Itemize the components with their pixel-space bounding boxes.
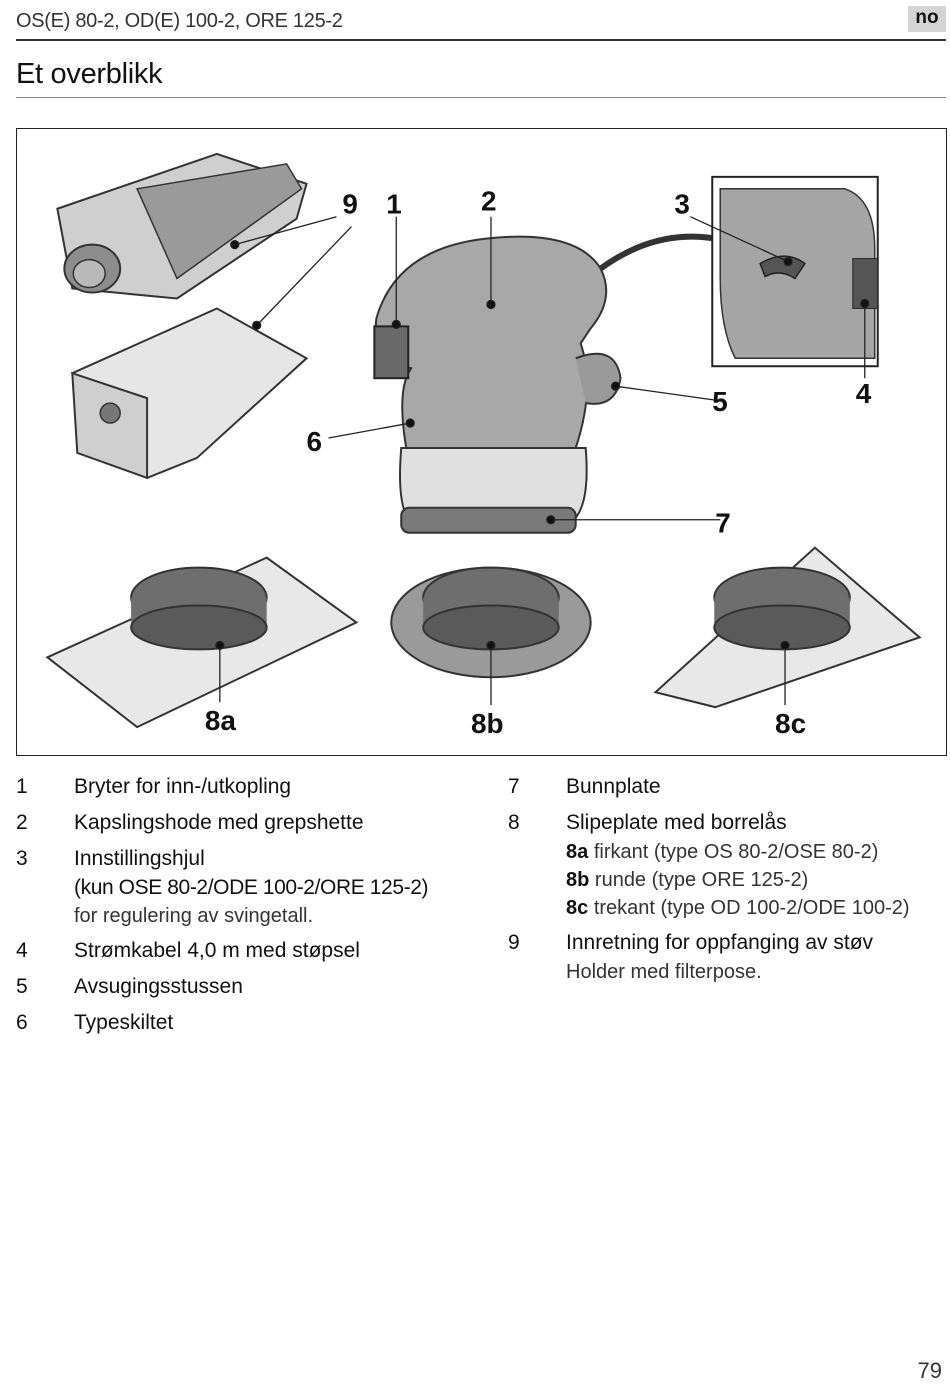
sander-diagram: 9 1 2 3 5 4 6 7 8a 8b 8c xyxy=(45,152,922,739)
callout-7: 7 xyxy=(715,508,731,539)
legend-sub-8a: 8a firkant (type OS 80-2/OSE 80-2) xyxy=(566,838,948,866)
legend-label: Strømkabel 4,0 m med støpsel xyxy=(74,939,360,962)
legend-sub-8b: 8b runde (type ORE 125-2) xyxy=(566,866,948,894)
legend-item-4: 4 Strømkabel 4,0 m med støpsel xyxy=(16,936,486,966)
callout-8c: 8c xyxy=(775,708,806,739)
legend-label: Kapslingshode med grepshette xyxy=(74,811,364,834)
legend-item-5: 5 Avsugingsstussen xyxy=(16,972,486,1002)
legend-label: Bryter for inn-/utkopling xyxy=(74,775,292,798)
callout-3: 3 xyxy=(674,189,690,220)
legend-number: 9 xyxy=(508,931,520,954)
callout-9: 9 xyxy=(342,189,358,220)
document-header-models: OS(E) 80-2, OD(E) 100-2, ORE 125-2 xyxy=(16,10,343,32)
legend-note: Holder med filterpose. xyxy=(566,961,762,983)
legend-number: 7 xyxy=(508,775,520,798)
parts-legend-right: 7 Bunnplate 8 Slipeplate med borrelås 8a… xyxy=(508,772,948,992)
sander-body xyxy=(373,233,716,534)
callout-8b: 8b xyxy=(471,708,504,739)
section-title: Et overblikk xyxy=(16,58,163,90)
legend-label: Avsugingsstussen xyxy=(74,975,243,998)
legend-number: 5 xyxy=(16,975,28,998)
legend-label: Bunnplate xyxy=(566,775,661,798)
legend-number: 8 xyxy=(508,811,520,834)
dust-collector-box xyxy=(56,152,308,300)
callout-6: 6 xyxy=(307,426,323,457)
speed-wheel-inset xyxy=(711,175,879,368)
legend-item-2: 2 Kapslingshode med grepshette xyxy=(16,808,486,838)
language-badge: no xyxy=(908,6,946,32)
callout-1: 1 xyxy=(386,189,402,220)
legend-label-models: (kun OSE 80-2/ODE 100-2/ORE 125-2) xyxy=(74,876,429,899)
legend-item-6: 6 Typeskiltet xyxy=(16,1008,486,1038)
legend-sub-8c: 8c trekant (type OD 100-2/ODE 100-2) xyxy=(566,894,948,922)
page-number: 79 xyxy=(917,1358,942,1383)
pad-round-8b xyxy=(390,566,592,679)
filter-bag xyxy=(71,307,309,480)
sub-code: 8c xyxy=(566,897,589,919)
leader-lines xyxy=(215,216,870,706)
header-divider xyxy=(16,39,946,41)
legend-item-7: 7 Bunnplate xyxy=(508,772,948,802)
callout-2: 2 xyxy=(481,186,497,217)
legend-note: for regulering av svingetall. xyxy=(74,905,314,927)
legend-label: Innretning for oppfanging av støv xyxy=(566,931,874,954)
legend-item-8: 8 Slipeplate med borrelås 8a firkant (ty… xyxy=(508,808,948,922)
legend-item-9: 9 Innretning for oppfanging av støv Hold… xyxy=(508,928,948,986)
sub-text: trekant (type OD 100-2/ODE 100-2) xyxy=(593,897,910,919)
legend-number: 3 xyxy=(16,847,28,870)
legend-label: Slipeplate med borrelås xyxy=(566,811,787,834)
callout-8a: 8a xyxy=(205,705,237,736)
sub-code: 8a xyxy=(566,841,589,863)
legend-number: 6 xyxy=(16,1011,28,1034)
pad-triangle-8c xyxy=(653,546,922,709)
legend-label: Typeskiltet xyxy=(74,1011,174,1034)
parts-legend-left: 1 Bryter for inn-/utkopling 2 Kapslingsh… xyxy=(16,772,486,1044)
legend-number: 4 xyxy=(16,939,28,962)
sub-text: firkant (type OS 80-2/OSE 80-2) xyxy=(593,841,879,863)
sub-text: runde (type ORE 125-2) xyxy=(594,869,809,891)
sub-code: 8b xyxy=(566,869,590,891)
legend-item-1: 1 Bryter for inn-/utkopling xyxy=(16,772,486,802)
callout-4: 4 xyxy=(856,378,872,409)
legend-number: 2 xyxy=(16,811,28,834)
section-divider xyxy=(16,97,946,98)
legend-number: 1 xyxy=(16,775,28,798)
legend-label: Innstillingshjul xyxy=(74,847,205,870)
callout-5: 5 xyxy=(712,386,728,417)
pad-square-8a xyxy=(45,556,359,729)
legend-item-3: 3 Innstillingshjul (kun OSE 80-2/ODE 100… xyxy=(16,844,486,930)
overview-illustration: 9 1 2 3 5 4 6 7 8a 8b 8c xyxy=(16,128,947,756)
